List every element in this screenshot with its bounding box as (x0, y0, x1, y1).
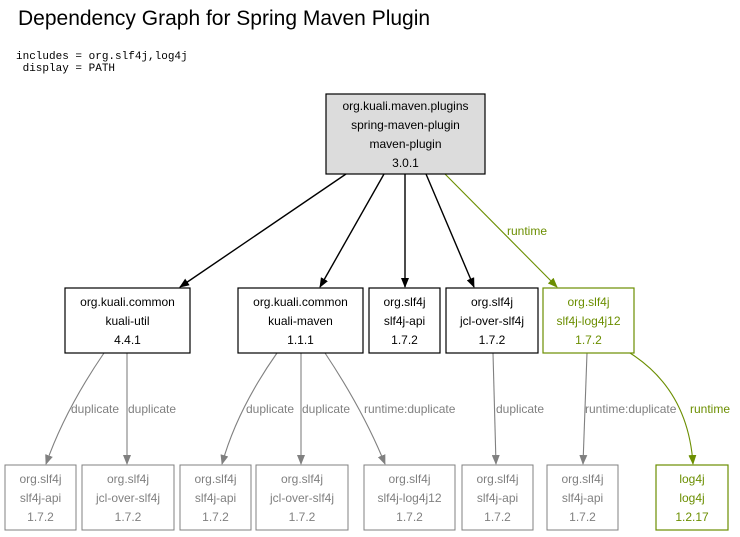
node-box (655, 464, 729, 531)
node-text-line: 1.7.2 (575, 333, 602, 347)
node-m-jcl: org.slf4j jcl-over-slf4j 1.7.2 (255, 464, 349, 531)
node-text-line: 1.7.2 (115, 510, 142, 524)
node-text-line: org.kuali.common (80, 295, 175, 309)
edge-label: duplicate (71, 402, 119, 416)
node-text-line: slf4j-api (20, 491, 61, 505)
graph-title: Dependency Graph for Spring Maven Plugin (18, 7, 431, 30)
node-text-line: org.kuali.maven.plugins (342, 99, 468, 113)
edge-kuali-util-to-u-slf4j-api (45, 352, 105, 465)
node-box (546, 464, 619, 531)
node-text-line: 1.7.2 (569, 510, 596, 524)
node-text-line: 1.7.2 (479, 333, 506, 347)
node-kuali-util: org.kuali.common kuali-util 4.4.1 (64, 287, 191, 354)
node-text-line: 1.7.2 (27, 510, 54, 524)
node-text-line: 4.4.1 (114, 333, 141, 347)
node-text-line: spring-maven-plugin (351, 118, 460, 132)
node-text-line: slf4j-log4j12 (556, 314, 620, 328)
node-u-jcl: org.slf4j jcl-over-slf4j 1.7.2 (81, 464, 175, 531)
node-text-line: org.slf4j (107, 472, 149, 486)
graph-options: includes = org.slf4j,log4j display = PAT… (16, 51, 188, 75)
node-box (81, 464, 175, 531)
node-box (4, 464, 77, 531)
node-box (64, 287, 191, 354)
node-text-line: 1.1.1 (287, 333, 314, 347)
node-text-line: 1.7.2 (202, 510, 229, 524)
node-text-line: slf4j-api (477, 491, 518, 505)
node-text-line: org.kuali.common (253, 295, 348, 309)
node-text-line: jcl-over-slf4j (269, 491, 334, 505)
edge-label: duplicate (302, 402, 350, 416)
node-box (255, 464, 349, 531)
node-box (325, 93, 486, 175)
node-text-line: 1.2.17 (675, 510, 709, 524)
edge-kuali-maven-to-m-slf4j-api (220, 352, 278, 465)
node-text-line: 1.7.2 (484, 510, 511, 524)
node-text-line: jcl-over-slf4j (459, 314, 524, 328)
node-text-line: org.slf4j (471, 295, 513, 309)
edge-label: duplicate (128, 402, 176, 416)
node-box (363, 464, 456, 531)
node-text-line: log4j (679, 491, 704, 505)
node-text-line: org.slf4j (19, 472, 61, 486)
node-j-slf4j-api: org.slf4j slf4j-api 1.7.2 (461, 464, 534, 531)
node-box (445, 287, 539, 354)
node-box (237, 287, 364, 354)
node-text-line: org.slf4j (476, 472, 518, 486)
node-slf4j-api: org.slf4j slf4j-api 1.7.2 (368, 287, 441, 354)
edge-root-to-kuali-maven (319, 173, 385, 288)
node-log4j: log4j log4j 1.2.17 (655, 464, 729, 531)
edge-kuali-maven-to-m-log4j12 (324, 352, 386, 465)
node-box (179, 464, 252, 531)
includes-line: includes = org.slf4j,log4j (16, 51, 188, 63)
display-line: display = PATH (16, 63, 116, 75)
node-box (461, 464, 534, 531)
node-text-line: jcl-over-slf4j (95, 491, 160, 505)
node-m-log4j12: org.slf4j slf4j-log4j12 1.7.2 (363, 464, 456, 531)
node-text-line: slf4j-api (384, 314, 425, 328)
edge-slf4j-log4j12-to-l-slf4j-api (579, 352, 588, 465)
edge-label: duplicate (496, 402, 544, 416)
node-text-line: maven-plugin (369, 137, 441, 151)
edge-jcl-over-slf4j-to-j-slf4j-api (491, 352, 500, 465)
edge-label: runtime (690, 402, 730, 416)
node-text-line: org.slf4j (383, 295, 425, 309)
edge-root-to-kuali-util (179, 173, 347, 288)
node-root: org.kuali.maven.plugins spring-maven-plug… (325, 93, 486, 175)
node-text-line: 3.0.1 (392, 156, 419, 170)
node-text-line: 1.7.2 (391, 333, 418, 347)
node-text-line: org.slf4j (567, 295, 609, 309)
node-text-line: org.slf4j (388, 472, 430, 486)
node-text-line: kuali-util (105, 314, 149, 328)
node-text-line: 1.7.2 (396, 510, 423, 524)
node-text-line: slf4j-log4j12 (377, 491, 441, 505)
edge-root-to-slf4j-log4j12 (444, 173, 558, 288)
node-text-line: slf4j-api (195, 491, 236, 505)
node-text-line: org.slf4j (281, 472, 323, 486)
node-text-line: slf4j-api (562, 491, 603, 505)
node-kuali-maven: org.kuali.common kuali-maven 1.1.1 (237, 287, 364, 354)
node-slf4j-log4j12: org.slf4j slf4j-log4j12 1.7.2 (542, 287, 635, 354)
node-m-slf4j-api: org.slf4j slf4j-api 1.7.2 (179, 464, 252, 531)
edge-label: runtime:duplicate (364, 402, 456, 416)
node-text-line: kuali-maven (268, 314, 333, 328)
node-text-line: log4j (679, 472, 704, 486)
edge-label: duplicate (246, 402, 294, 416)
node-l-slf4j-api: org.slf4j slf4j-api 1.7.2 (546, 464, 619, 531)
node-box (542, 287, 635, 354)
node-u-slf4j-api: org.slf4j slf4j-api 1.7.2 (4, 464, 77, 531)
edge-root-to-jcl-over-slf4j (425, 173, 475, 288)
edge-label: runtime (507, 224, 547, 238)
node-text-line: org.slf4j (561, 472, 603, 486)
edge-slf4j-log4j12-to-log4j (629, 352, 697, 465)
edge-label: runtime:duplicate (585, 402, 677, 416)
node-text-line: org.slf4j (194, 472, 236, 486)
node-jcl-over-slf4j: org.slf4j jcl-over-slf4j 1.7.2 (445, 287, 539, 354)
node-text-line: 1.7.2 (289, 510, 316, 524)
node-box (368, 287, 441, 354)
